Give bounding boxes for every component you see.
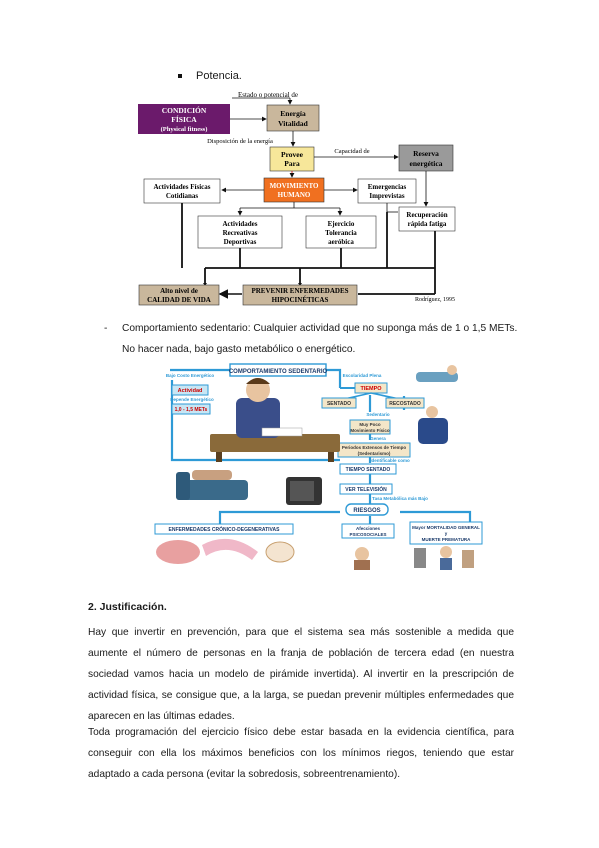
mortalidad-l1: Mayor MORTALIDAD GENERAL: [412, 525, 480, 530]
prevenir-l2: HIPOCINÉTICAS: [272, 296, 329, 304]
bullet-potencia-label: Potencia.: [196, 70, 242, 82]
afecciones-box: [341, 523, 395, 539]
tiempo-label: TIEMPO: [360, 386, 382, 392]
movimiento-l2: HUMANO: [278, 191, 311, 199]
muy-poco-l2: Movimiento Físico: [350, 428, 390, 433]
provee-l1: Provee: [281, 150, 304, 159]
provee-box: [269, 146, 315, 172]
mortalidad-illustration: [414, 546, 474, 570]
recreativas-box: [197, 215, 283, 249]
emergencias-l1: Emergencias: [368, 183, 407, 191]
citation: Rodríguez, 1995: [415, 297, 455, 303]
bullet-square-icon: [178, 74, 182, 78]
sedentario-title-box: [229, 363, 327, 377]
reserva-l2: energética: [410, 159, 443, 168]
emergencias-l2: Imprevistas: [369, 192, 405, 200]
condicion-l3: (Physical fitness): [161, 126, 208, 133]
ver-tv-label: VER TELEVISIÓN: [345, 485, 387, 493]
energia-l2: Vitalidad: [278, 119, 309, 128]
calidad-l2: CALIDAD DE VIDA: [147, 296, 211, 304]
mortalidad-l2: y: [445, 531, 448, 536]
mortalidad-box: [409, 521, 483, 545]
sedentario-line2: No hacer nada, bajo gasto metabólico o e…: [122, 344, 356, 355]
capacidad-label: Capacidad de: [334, 148, 369, 155]
gasto-label: Depende Energético: [170, 397, 214, 402]
sedentario-diagram: COMPORTAMIENTO SEDENTARIO Bajo Costo Ene…: [154, 363, 483, 570]
calidad-l1: Alto nivel de: [160, 287, 198, 295]
recostado-label: RECOSTADO: [389, 401, 421, 407]
tiempo-sentado-label: TIEMPO SENTADO: [346, 467, 391, 473]
emergencias-box: [357, 178, 417, 204]
sofa-illustration: [176, 470, 248, 500]
muy-poco-box: [349, 419, 391, 435]
tiempo-sentado-box: [339, 463, 397, 475]
sedentario-s-label: Sedentario: [366, 412, 390, 417]
movimiento-box: [263, 177, 325, 203]
bajo-costo-label: Bajo Costo Energético: [166, 373, 215, 378]
ejercicio-l1: Ejercicio: [328, 220, 355, 228]
justificacion-paragraph-2: Toda programación del ejercicio físico d…: [88, 727, 514, 780]
escolaridad-label: Escolaridad Plena: [343, 373, 382, 378]
actividades-cot-l2: Cotidianas: [166, 192, 199, 200]
recreativas-l1: Actividades: [223, 220, 258, 228]
sedentario-line1: Comportamiento sedentario: Cualquier act…: [122, 323, 518, 334]
reserva-l1: Reserva: [413, 149, 439, 158]
bullet-potencia: Potencia.: [178, 70, 242, 82]
mets-box: [171, 403, 211, 415]
recostado-box: [385, 397, 425, 409]
recuperacion-l1: Recuperación: [406, 211, 447, 219]
prevenir-box: [242, 284, 358, 306]
sedentario-paragraph: - Comportamiento sedentario: Cualquier a…: [104, 318, 524, 360]
ejercicio-l2: Tolerancia: [325, 229, 357, 237]
mortalidad-l3: MUERTE PREMATURA: [422, 537, 471, 542]
riesgos-box: [345, 503, 389, 516]
estado-label: Estado o potencial de: [238, 91, 298, 99]
armchair-illustration: [418, 406, 448, 444]
movimiento-l1: MOVIMIENTO: [270, 182, 319, 190]
recuperacion-l2: rápida fatiga: [408, 220, 447, 228]
ejercicio-l3: aeróbica: [328, 238, 354, 246]
muy-poco-l1: Muy Poco: [359, 422, 381, 427]
reclining-person-illustration: [416, 365, 458, 382]
man-at-desk-illustration: [210, 378, 340, 462]
sentado-label: SENTADO: [327, 401, 351, 407]
prevenir-l1: PREVENIR ENFERMEDADES: [251, 287, 348, 295]
mets-label: 1,0 - 1,5 METs: [175, 407, 208, 413]
afecciones-l1: Afecciones: [356, 526, 381, 531]
sentado-box: [321, 397, 357, 409]
organs-illustration: [156, 538, 295, 564]
energia-l1: Energía: [280, 109, 306, 118]
genera-label: Genera: [370, 436, 386, 441]
condicion-l2: FÍSICA: [171, 114, 197, 124]
periodos-l1: Periodos Extensos de Tiempo: [342, 445, 406, 450]
condicion-box: [138, 104, 230, 134]
actividad-label: Actividad: [178, 388, 203, 394]
afecciones-l2: PSICOSOCIALES: [349, 532, 386, 537]
provee-l2: Para: [284, 159, 300, 168]
disposicion-label: Disposición de la energía: [207, 138, 273, 145]
tasa-label: Tasa Metabólica más Bajo: [372, 496, 428, 501]
recuperacion-box: [398, 206, 456, 232]
sedentario-title: COMPORTAMIENTO SEDENTARIO: [229, 369, 328, 375]
actividades-cotidianas-box: [143, 178, 221, 204]
periodos-l2: (Sedentarismo): [358, 451, 391, 456]
justificacion-paragraph-1: Hay que invertir en prevención, para que…: [88, 627, 514, 722]
actividades-cot-l1: Actividades Físicas: [154, 183, 211, 191]
condicion-l1: CONDICIÓN: [162, 105, 207, 115]
enfermedades-box: [154, 523, 294, 535]
recreativas-l3: Deportivas: [224, 238, 257, 246]
dash-bullet: -: [104, 323, 108, 334]
section-title: 2. Justificación.: [88, 601, 167, 613]
riesgos-label: RIESGOS: [353, 508, 380, 514]
identificable-label: Identificable como: [370, 458, 410, 463]
actividad-box: [171, 384, 209, 396]
enfermedades-label: ENFERMEDADES CRÓNICO-DEGENERATIVAS: [169, 525, 281, 533]
calidad-box: [138, 284, 220, 306]
recreativas-l2: Recreativas: [223, 229, 258, 237]
ejercicio-box: [305, 215, 377, 249]
ver-tv-box: [339, 483, 393, 495]
tv-illustration: [286, 477, 322, 505]
psicosocial-illustration: [354, 547, 370, 570]
